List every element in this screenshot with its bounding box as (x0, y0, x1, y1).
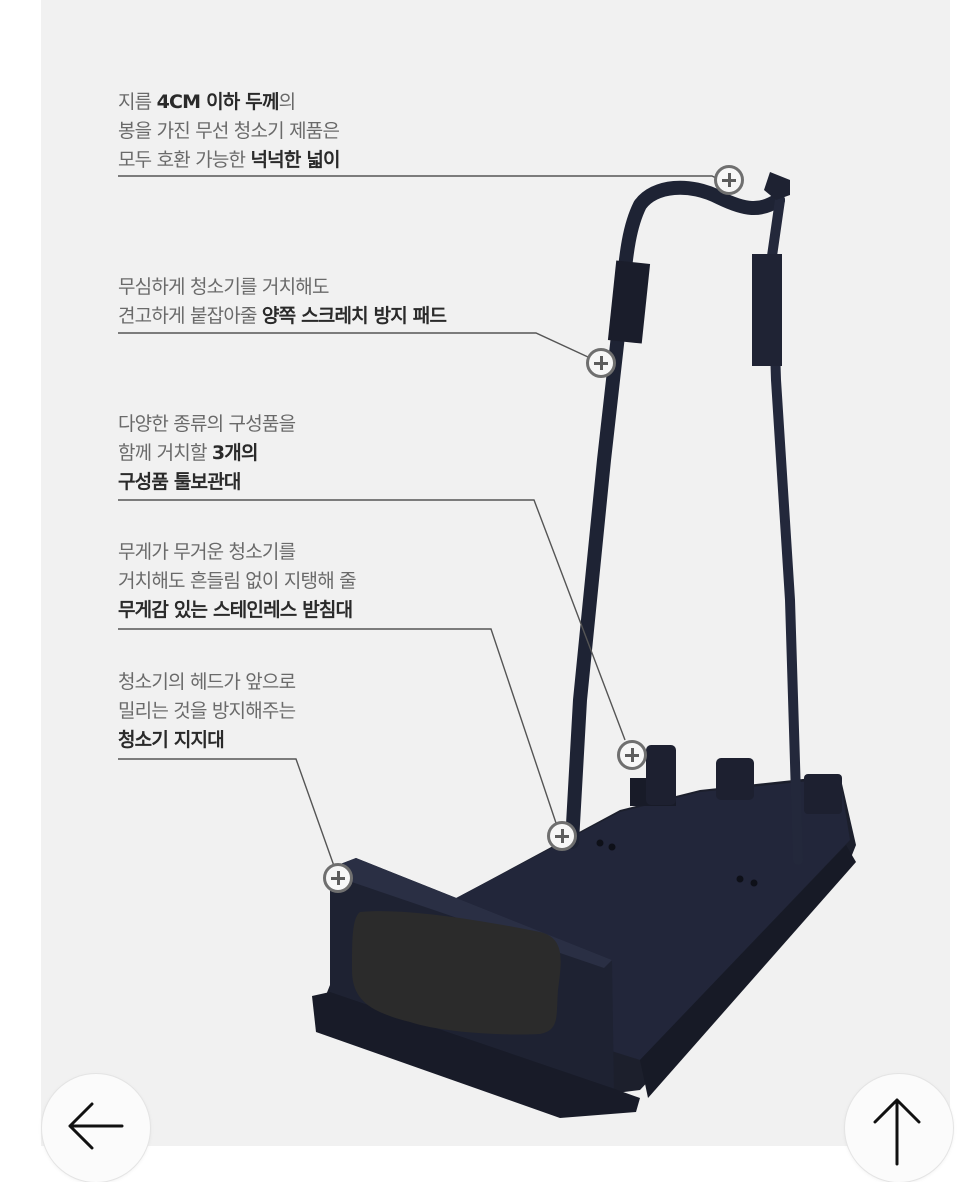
page-margin (950, 0, 960, 1146)
stand-base (312, 745, 856, 1118)
callout-head-support: 청소기의 헤드가 앞으로 밀리는 것을 방지해주는 청소기 지지대 (118, 671, 296, 751)
plus-circle-icon[interactable] (714, 165, 744, 195)
arrow-up-icon (873, 1098, 921, 1166)
callout-scratch-pad: 무심하게 청소기를 거치해도 견고하게 붙잡아줄 양쪽 스크레치 방지 패드 (118, 276, 447, 327)
callout-handle-width: 지름 4CM 이하 두께의 봉을 가진 무선 청소기 제품은 모두 호환 가능한… (118, 91, 341, 171)
callout-stainless-base: 무게가 무거운 청소기를 거치해도 흔들림 없이 지탱해 줄 무게감 있는 스테… (118, 541, 357, 621)
redacted-logo (352, 911, 561, 1035)
scratch-pad-right (752, 254, 782, 366)
arrow-left-icon (68, 1102, 124, 1150)
scratch-pad-left (607, 260, 651, 344)
scroll-to-top-button[interactable] (845, 1074, 953, 1182)
back-button[interactable] (42, 1074, 150, 1182)
plus-circle-icon[interactable] (323, 863, 353, 893)
callout-parts-holder: 다양한 종류의 구성품을 함께 거치할 3개의 구성품 툴보관대 (118, 413, 296, 493)
plus-circle-icon[interactable] (586, 348, 616, 378)
plus-circle-icon[interactable] (617, 740, 647, 770)
product-image-cleaner-stand (118, 172, 856, 1118)
plus-circle-icon[interactable] (547, 821, 577, 851)
